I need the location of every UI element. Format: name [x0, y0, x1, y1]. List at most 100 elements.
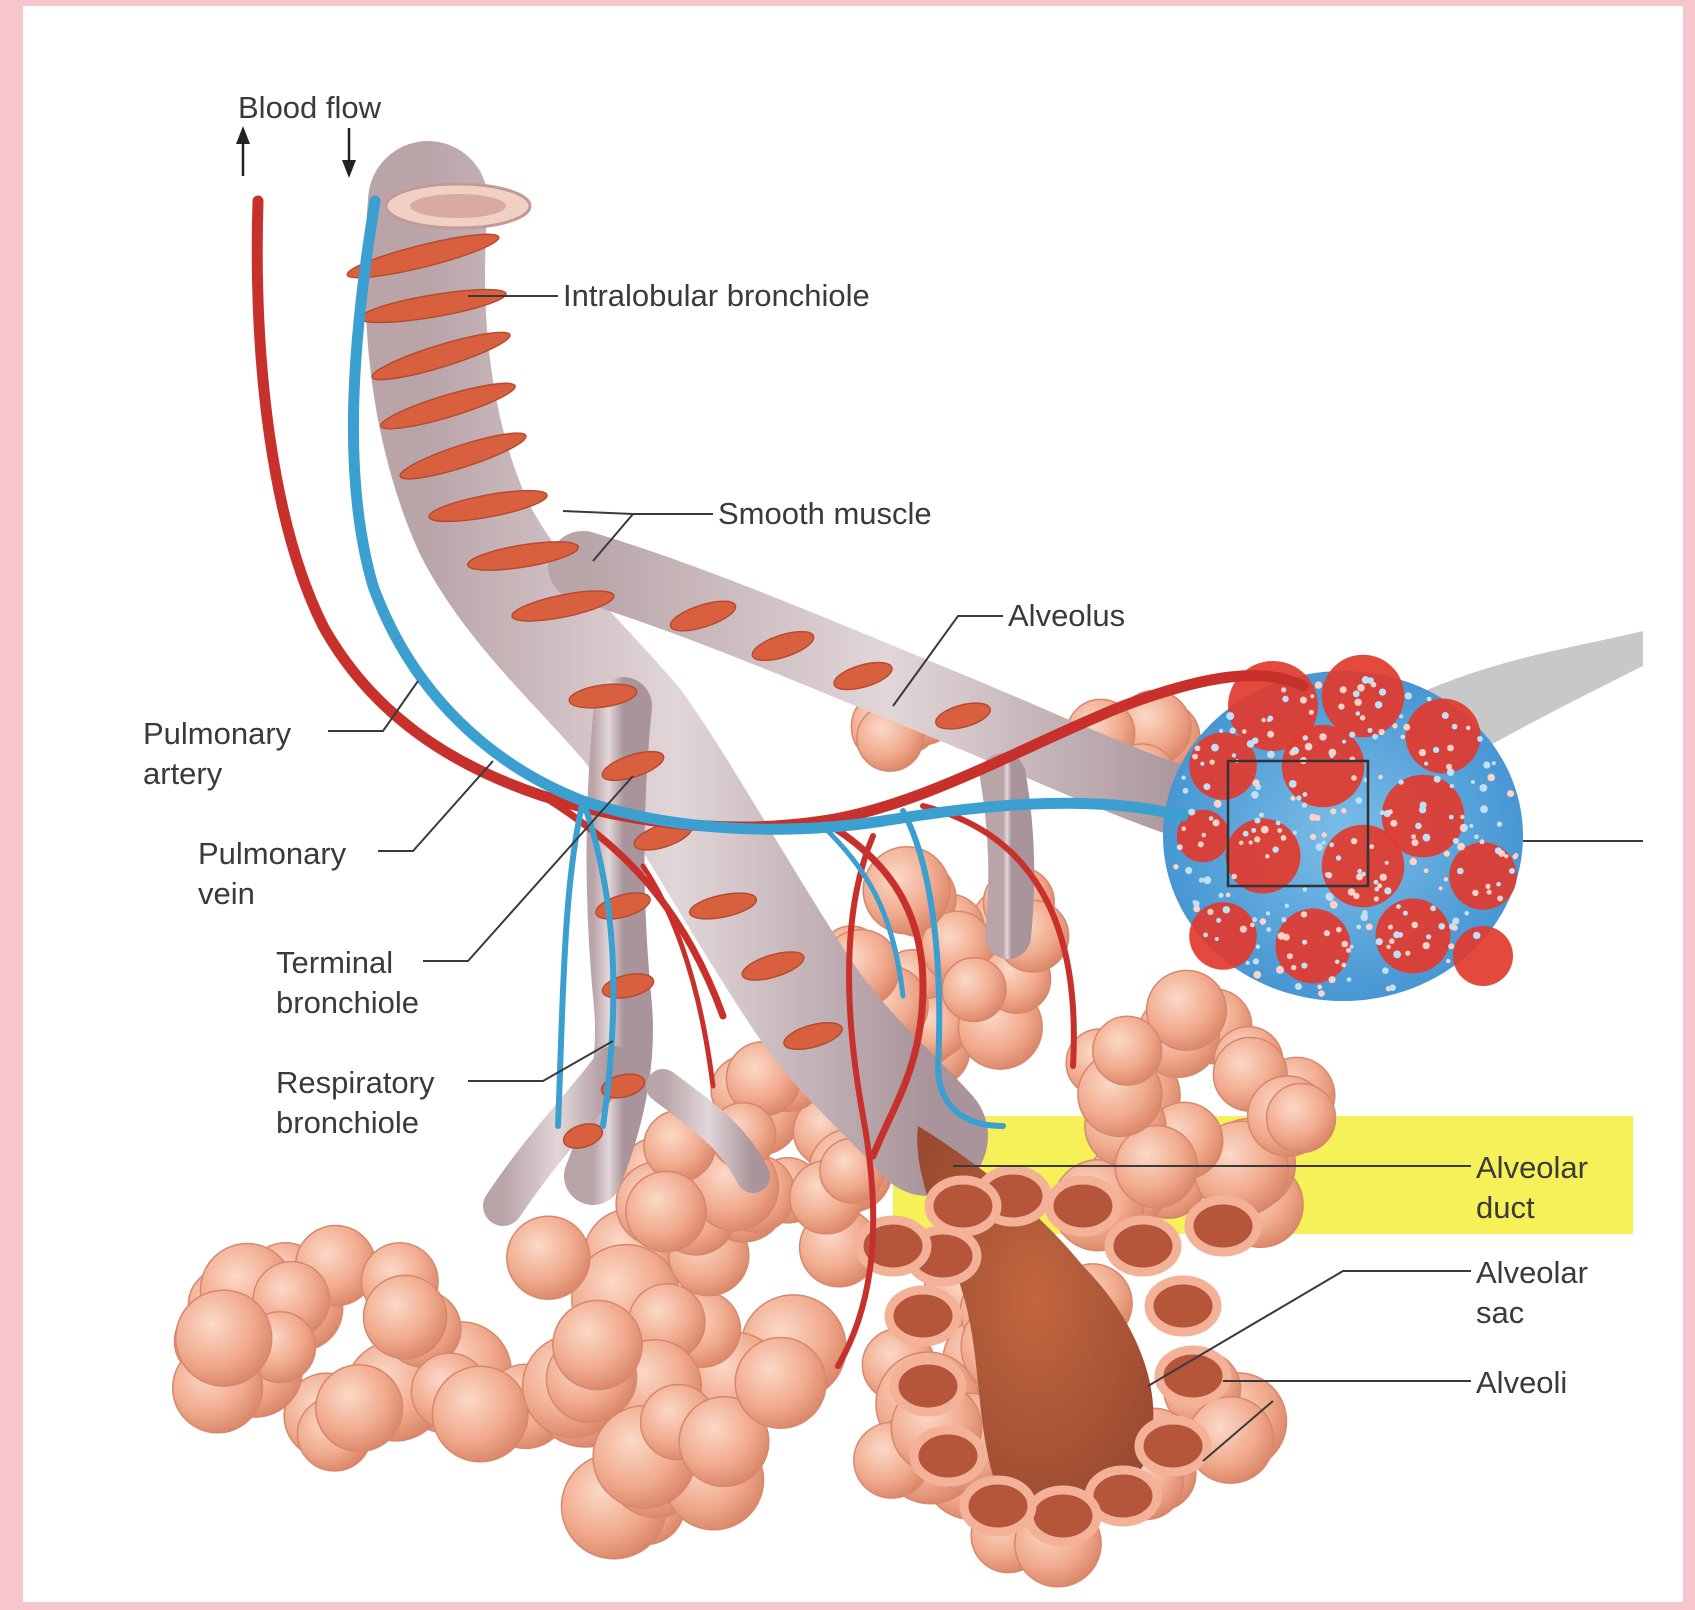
- alveolus-cell: [1029, 1490, 1097, 1542]
- capillary-dot: [1412, 839, 1419, 846]
- capillary-dot: [1266, 911, 1270, 915]
- capillary-dot: [1211, 744, 1219, 752]
- capillary-dot: [1376, 938, 1383, 945]
- capillary-dot: [1423, 834, 1431, 842]
- label-alveolus: Alveolus: [1008, 598, 1125, 633]
- capillary-dot: [1423, 942, 1430, 949]
- capillary-dot: [1173, 864, 1178, 869]
- capillary-dot: [1439, 886, 1443, 890]
- capillary-dot: [1341, 963, 1346, 968]
- capillary-dot: [1226, 712, 1234, 720]
- capillary-dot: [1457, 868, 1464, 875]
- capillary-dot: [1487, 774, 1495, 782]
- capillary-dot: [1366, 924, 1373, 931]
- capillary-dot: [1341, 808, 1346, 813]
- capillary-dot: [1203, 876, 1211, 884]
- capillary-dot: [1356, 925, 1361, 930]
- capillary-dot: [1483, 761, 1490, 768]
- label-blood-flow: Blood flow: [238, 90, 382, 125]
- capillary-dot: [1448, 943, 1454, 949]
- capillary-dot: [1346, 948, 1351, 953]
- capillary-dot: [1267, 751, 1275, 759]
- capillary-dot: [1181, 776, 1185, 780]
- capillary-dot: [1357, 684, 1365, 692]
- alveolus-cell: [1149, 1280, 1217, 1332]
- capillary-dot: [1351, 775, 1357, 781]
- arrow-down-icon: [342, 160, 356, 178]
- capillary-dot: [1474, 835, 1479, 840]
- capillary-dot: [1330, 754, 1334, 758]
- capillary-dot: [1405, 951, 1410, 956]
- capillary-dot: [1249, 840, 1253, 844]
- capillary-dot: [1302, 940, 1307, 945]
- capillary-dot: [1267, 716, 1273, 722]
- capillary-dot: [1347, 977, 1352, 982]
- capillary-dot: [1450, 784, 1454, 788]
- capillary-dot: [1309, 710, 1314, 715]
- capillary-dot: [1226, 893, 1231, 898]
- capillary-dot: [1216, 918, 1221, 923]
- alveolus-bubble: [553, 1300, 642, 1389]
- capillary-dot: [1305, 743, 1313, 751]
- capillary-lobe: [1322, 825, 1405, 908]
- capillary-dot: [1193, 905, 1200, 912]
- capillary-dot: [1384, 887, 1391, 894]
- capillary-dot: [1325, 893, 1333, 901]
- capillary-dot: [1303, 887, 1308, 892]
- capillary-dot: [1464, 911, 1469, 916]
- capillary-dot: [1252, 917, 1257, 922]
- capillary-dot: [1295, 983, 1302, 990]
- capillary-dot: [1243, 831, 1249, 837]
- arrow-up-icon: [236, 126, 250, 144]
- capillary-dot: [1419, 749, 1426, 756]
- capillary-dot: [1349, 732, 1355, 738]
- capillary-dot: [1322, 832, 1327, 837]
- alveolus-cell: [1159, 1350, 1227, 1402]
- capillary-dot: [1203, 783, 1210, 790]
- capillary-dot: [1267, 731, 1274, 738]
- alveolus-cell: [894, 1360, 962, 1412]
- capillary-dot: [1396, 904, 1401, 909]
- alveolus-cell: [1109, 1220, 1177, 1272]
- capillary-dot: [1477, 736, 1483, 742]
- capillary-dot: [1303, 792, 1308, 797]
- capillary-dot: [1379, 729, 1385, 735]
- alveolus-cell: [1139, 1420, 1207, 1472]
- capillary-dot: [1497, 896, 1503, 902]
- capillary-dot: [1452, 724, 1458, 730]
- capillary-dot: [1382, 967, 1389, 974]
- capillary-dot: [1319, 733, 1326, 740]
- capillary-dot: [1497, 822, 1502, 827]
- capillary-dot: [1460, 815, 1464, 819]
- capillary-dot: [1290, 796, 1295, 801]
- capillary-dot: [1246, 961, 1250, 965]
- lung-anatomy-diagram: Blood flow Intralobular bronchiole Smoot…: [23, 6, 1683, 1602]
- capillary-dot: [1415, 823, 1422, 830]
- capillary-dot: [1213, 819, 1220, 826]
- capillary-dot: [1514, 853, 1518, 857]
- capillary-dot: [1215, 937, 1219, 941]
- capillary-dot: [1330, 808, 1336, 814]
- capillary-dot: [1393, 931, 1400, 938]
- label-pulmonary-vein-line1: Pulmonary: [198, 836, 347, 871]
- capillary-dot: [1342, 740, 1346, 744]
- capillary-dot: [1401, 735, 1406, 740]
- capillary-dot: [1289, 780, 1297, 788]
- capillary-dot: [1277, 828, 1282, 833]
- capillary-dot: [1285, 904, 1289, 908]
- capillary-dot: [1202, 833, 1207, 838]
- capillary-dot: [1315, 681, 1322, 688]
- capillary-dot: [1492, 761, 1496, 765]
- label-respiratory-bronchiole-line1: Respiratory: [276, 1065, 435, 1100]
- capillary-dot: [1251, 828, 1256, 833]
- capillary-dot: [1410, 858, 1417, 865]
- capillary-dot: [1260, 918, 1266, 924]
- capillary-dot: [1316, 843, 1323, 850]
- capillary-dot: [1389, 984, 1396, 991]
- label-pulmonary-artery-line1: Pulmonary: [143, 716, 292, 751]
- capillary-dot: [1338, 704, 1344, 710]
- capillary-dot: [1487, 890, 1492, 895]
- capillary-dot: [1219, 729, 1223, 733]
- blood-flow-arrows: [236, 126, 356, 178]
- capillary-dot: [1424, 762, 1428, 766]
